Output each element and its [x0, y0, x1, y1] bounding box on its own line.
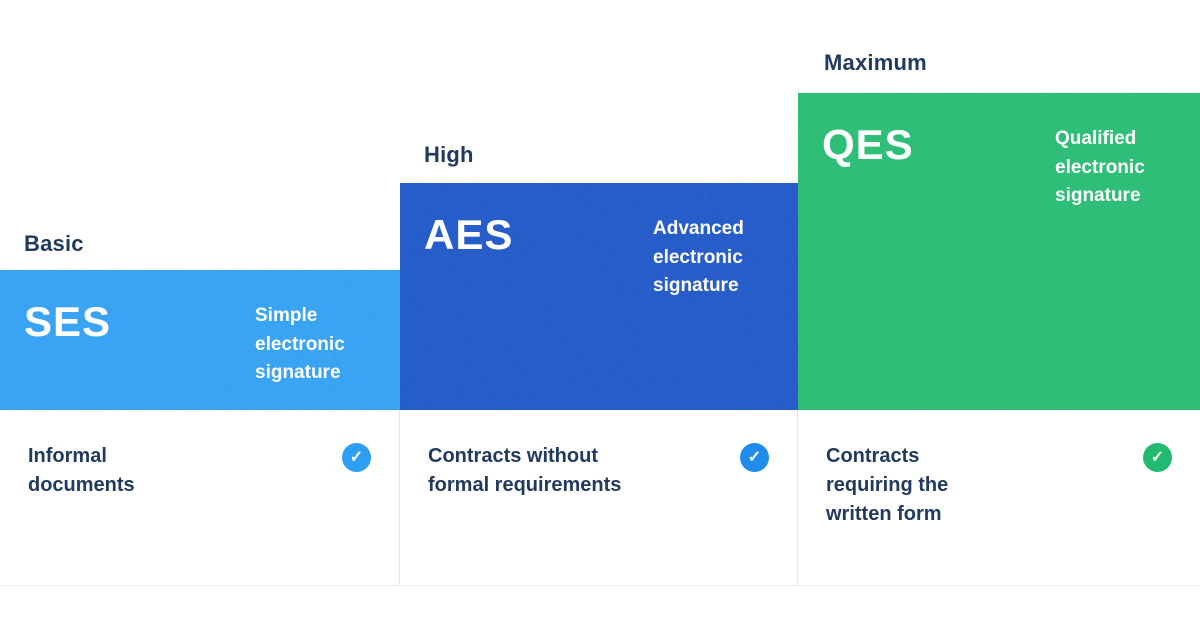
ses-use-case-text: Informal documents: [28, 445, 135, 496]
aes-use-case-card: Contracts without formal requirements ✓: [400, 410, 798, 586]
checkmark-icon: ✓: [342, 443, 371, 472]
ses-use-case-card: Informal documents ✓: [0, 410, 400, 586]
checkmark-glyph: ✓: [349, 448, 364, 466]
ses-description: Simple electronic signature: [255, 305, 345, 383]
qes-description: Qualified electronic signature: [1055, 128, 1145, 206]
checkmark-icon: ✓: [740, 443, 769, 472]
qes-acronym: QES: [822, 121, 914, 168]
aes-use-case-text: Contracts without formal requirements: [428, 445, 622, 496]
aes-acronym: AES: [424, 211, 514, 258]
ses-block: SES Simple electronic signature: [0, 270, 400, 410]
qes-use-case-card: Contracts requiring the written form ✓: [798, 410, 1200, 586]
aes-description: Advanced electronic signature: [653, 218, 744, 296]
level-label-basic: Basic: [24, 231, 84, 256]
qes-block: QES Qualified electronic signature: [798, 93, 1200, 410]
qes-use-case-text: Contracts requiring the written form: [826, 445, 949, 525]
level-label-maximum: Maximum: [824, 50, 927, 75]
aes-block: AES Advanced electronic signature: [400, 183, 798, 410]
checkmark-glyph: ✓: [1150, 448, 1165, 466]
checkmark-glyph: ✓: [747, 448, 762, 466]
level-label-high: High: [424, 142, 474, 167]
ses-acronym: SES: [24, 298, 112, 345]
checkmark-icon: ✓: [1143, 443, 1172, 472]
